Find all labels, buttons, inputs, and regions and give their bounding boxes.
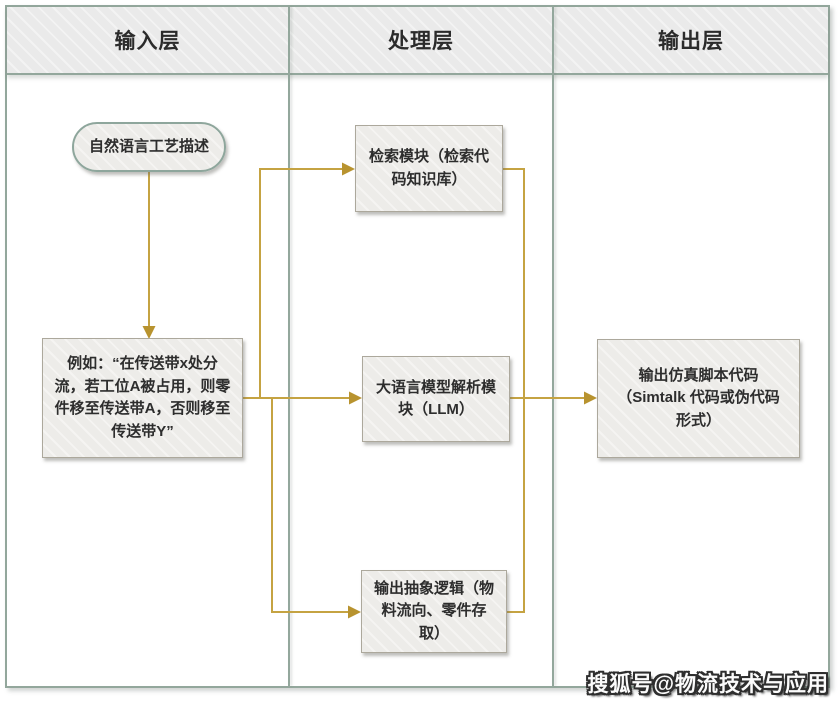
arrowhead-llm-to-output [584,391,597,405]
arrowhead-example-to-llm [349,391,362,405]
watermark-sohu: 搜狐号@物流技术与应用 [587,673,829,696]
lane-header-strip [7,7,828,75]
arrowhead-example-to-retrieval [342,162,355,176]
connector-abstract-to-junction [507,398,525,613]
node-abstract-logic-output[interactable]: 输出抽象逻辑（物料流向、零件存取） [361,570,507,653]
node-simulation-script-output[interactable]: 输出仿真脚本代码（Simtalk 代码或伪代码形式） [597,339,800,458]
connector-retrieval-to-junction [503,168,525,398]
lane-divider-1 [288,7,290,686]
lane-divider-2 [552,7,554,686]
connector-example-to-retrieval [259,168,342,398]
node-llm-parsing-module[interactable]: 大语言模型解析模块（LLM） [362,356,510,442]
lane-header-process: 处理层 [388,30,454,53]
node-example-process-text[interactable]: 例如：“在传送带x处分流，若工位A被占用，则零件移至传送带A，否则移至传送带Y” [42,338,243,458]
node-retrieval-module[interactable]: 检索模块（检索代码知识库） [355,125,503,212]
arrowhead-example-to-abstract [348,605,361,619]
connector-example-to-abstract [271,398,348,613]
node-natural-language-description[interactable]: 自然语言工艺描述 [72,122,226,172]
lane-header-input: 输入层 [114,30,181,53]
lane-header-output: 输出层 [658,30,724,53]
arrowhead-nl-to-example [142,326,156,339]
